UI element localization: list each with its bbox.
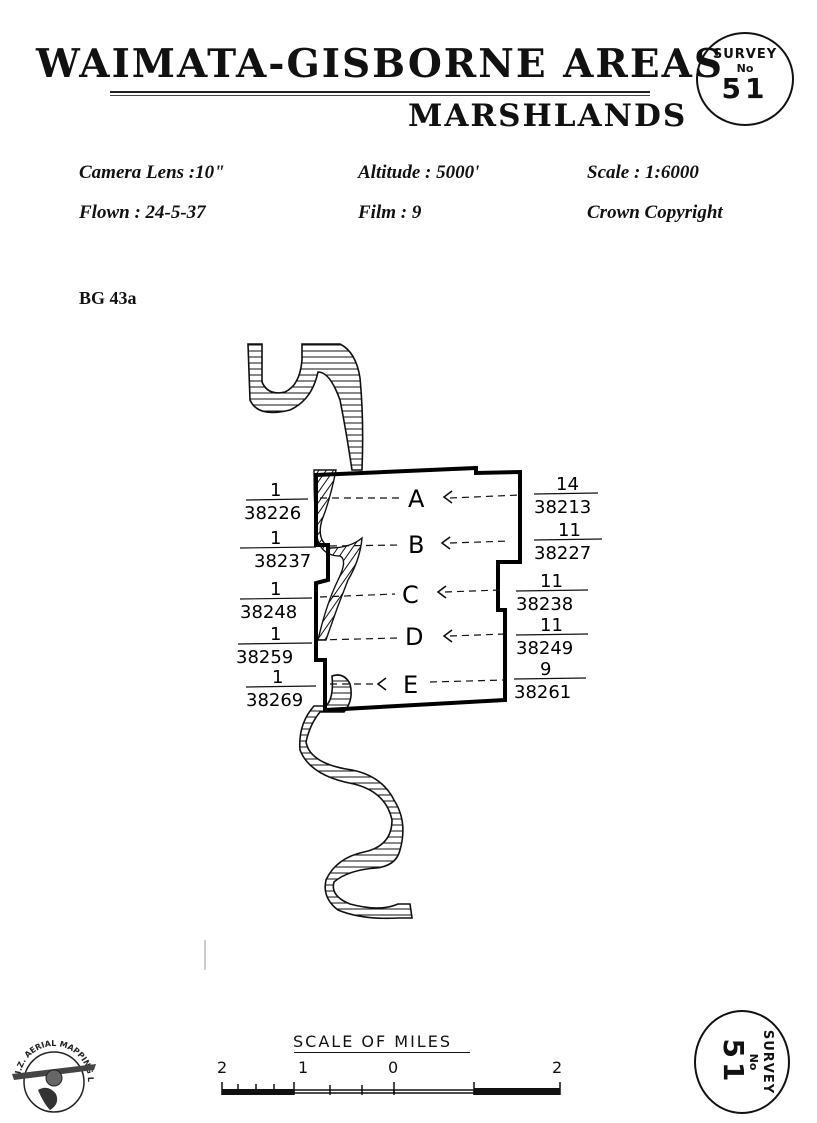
right-label-e-bottom: 38261 xyxy=(514,682,571,703)
arrow-c-icon xyxy=(436,585,447,599)
scale-title-underline xyxy=(294,1052,470,1053)
flight-line-e-right xyxy=(429,679,506,683)
river-lower xyxy=(298,674,413,920)
left-label-c-bottom: 38248 xyxy=(240,602,297,623)
camera-lens-text: Camera Lens :10" xyxy=(79,162,225,183)
arrow-a-icon xyxy=(442,490,453,504)
copyright-text: Crown Copyright xyxy=(587,202,723,223)
arrow-d-icon xyxy=(442,629,453,643)
run-letter-c: C xyxy=(402,581,419,609)
right-label-d-top: 11 xyxy=(540,615,563,636)
left-label-d-bottom: 38259 xyxy=(236,647,293,668)
left-label-e-top: 1 xyxy=(272,667,283,688)
scale-label-left: 2 xyxy=(217,1058,228,1077)
run-letter-a: A xyxy=(408,485,425,513)
river-left-channel xyxy=(313,469,363,641)
left-label-e-bottom: 38269 xyxy=(246,690,303,711)
right-label-e-top: 9 xyxy=(540,659,551,680)
arrow-b-icon xyxy=(440,536,451,550)
page-subtitle: Marshlands xyxy=(408,98,688,134)
altitude-text: Altitude : 5000' xyxy=(358,162,480,183)
left-label-a-top: 1 xyxy=(270,480,281,501)
run-letter-e: E xyxy=(403,671,418,699)
flight-line-a-right xyxy=(449,494,521,499)
survey-number-badge: Survey No 51 xyxy=(696,32,794,126)
title-underline-thin xyxy=(110,95,650,96)
survey-badge-bottom-word: Survey xyxy=(760,1029,775,1095)
right-label-a-top: 14 xyxy=(556,474,579,495)
left-label-c-top: 1 xyxy=(270,579,281,600)
right-label-c-bottom: 38238 xyxy=(516,594,573,615)
scale-label-zero: 0 xyxy=(388,1058,399,1077)
arrow-e-icon xyxy=(376,677,387,691)
survey-boundary xyxy=(314,465,522,713)
survey-number-badge-bottom: Survey No 51 xyxy=(694,1010,790,1114)
right-label-a-bottom: 38213 xyxy=(534,497,591,518)
flight-line-c xyxy=(319,593,396,598)
survey-badge-no: No xyxy=(736,62,754,75)
flight-line-c-right xyxy=(444,589,501,593)
right-label-c-top: 11 xyxy=(540,571,563,592)
left-label-b-bottom: 38237 xyxy=(254,551,311,572)
aerial-mapping-logo-icon: N.Z. AERIAL MAPPING LTD xyxy=(8,1034,96,1113)
run-letter-d: D xyxy=(405,623,423,651)
sheet-reference: BG 43a xyxy=(79,288,137,308)
flown-date-text: Flown : 24-5-37 xyxy=(79,202,206,223)
scale-label-one: 1 xyxy=(298,1058,309,1077)
flight-line-b-right xyxy=(449,540,511,544)
scale-label-right: 2 xyxy=(552,1058,563,1077)
flight-line-d xyxy=(317,637,399,641)
scale-bar-title: Scale of Miles xyxy=(293,1032,452,1051)
left-label-d-top: 1 xyxy=(270,624,281,645)
left-label-a-bottom: 38226 xyxy=(244,503,301,524)
flight-line-d-right xyxy=(449,633,506,637)
survey-badge-bottom-number: 51 xyxy=(717,1038,750,1086)
flight-line-b xyxy=(329,544,401,547)
left-label-b-top: 1 xyxy=(270,528,281,549)
right-label-b-bottom: 38227 xyxy=(534,543,591,564)
page-title: Waimata-Gisborne Areas xyxy=(36,41,724,87)
scale-text: Scale : 1:6000 xyxy=(587,162,699,183)
title-underline xyxy=(110,91,650,93)
film-text: Film : 9 xyxy=(358,202,422,223)
scale-bar xyxy=(221,1082,561,1095)
run-letter-b: B xyxy=(408,531,424,559)
survey-badge-number: 51 xyxy=(721,72,769,105)
survey-badge-word: Survey xyxy=(712,47,778,62)
river-upper xyxy=(247,343,364,471)
right-label-b-top: 11 xyxy=(558,520,581,541)
right-label-d-bottom: 38249 xyxy=(516,638,573,659)
